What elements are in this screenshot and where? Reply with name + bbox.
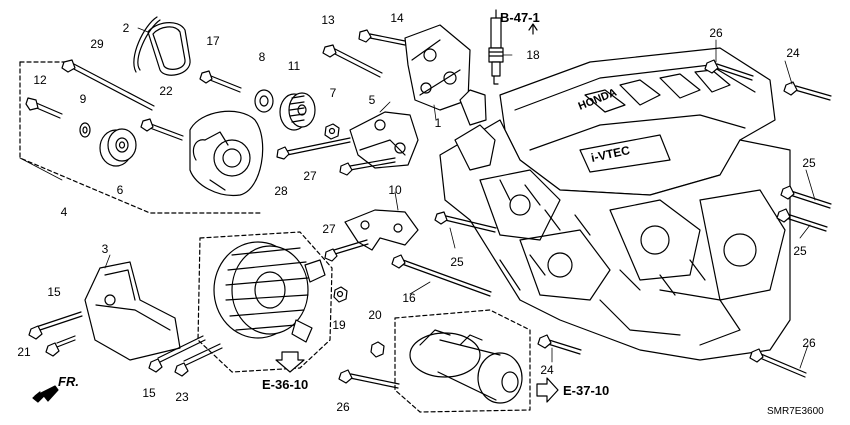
- diagram-code: SMR7E3600: [767, 406, 824, 417]
- callout-9: 9: [79, 92, 87, 106]
- callout-26-right: 26: [802, 336, 816, 350]
- washer-8: [254, 89, 274, 113]
- pulley-11: [279, 92, 316, 131]
- callout-4: 4: [60, 205, 68, 219]
- washer-9: [79, 122, 91, 138]
- bolt-22: [140, 118, 184, 141]
- callout-22: 22: [159, 84, 173, 98]
- callout-7: 7: [329, 86, 337, 100]
- bolt-17: [199, 70, 242, 93]
- bolt-26-lower-left: [338, 369, 400, 389]
- callout-12: 12: [33, 73, 47, 87]
- bolt-12: [25, 97, 63, 119]
- callout-17: 17: [206, 34, 220, 48]
- bolt-29: [61, 59, 155, 111]
- bolt-28: [276, 137, 351, 160]
- callout-8: 8: [258, 50, 266, 64]
- callout-25-center: 25: [450, 255, 464, 269]
- callout-28: 28: [274, 184, 288, 198]
- bolt-27-lower: [324, 239, 369, 262]
- ref-e-36-10[interactable]: E-36-10: [262, 377, 309, 392]
- belt-part: [133, 16, 191, 76]
- callout-6: 6: [116, 183, 124, 197]
- callout-23: 23: [175, 390, 189, 404]
- callout-2: 2: [122, 21, 130, 35]
- bolt-26-bottom-right: [749, 348, 807, 378]
- callout-26-top: 26: [709, 26, 723, 40]
- callout-15-upper: 15: [47, 285, 61, 299]
- front-direction-arrow: [32, 385, 59, 403]
- bolt-26-top: [704, 59, 754, 81]
- callout-13: 13: [321, 13, 335, 27]
- callout-5: 5: [368, 93, 376, 107]
- starter-motor: [409, 329, 523, 404]
- reference-arrow-b47: [528, 23, 538, 35]
- bolt-24-bottom: [537, 334, 582, 355]
- bolt-24-top: [783, 81, 832, 101]
- mount-bracket-3: [84, 261, 181, 361]
- callout-29: 29: [90, 37, 104, 51]
- callout-10: 10: [388, 183, 402, 197]
- bracket-5: [349, 111, 419, 169]
- bolt-27-upper: [339, 157, 396, 176]
- engine-block: [439, 89, 791, 361]
- bolt-23: [174, 343, 223, 377]
- alternator-frame: [197, 231, 333, 373]
- reference-arrow-e36: [275, 351, 305, 373]
- callout-3: 3: [101, 242, 109, 256]
- callout-24-top: 24: [786, 46, 800, 60]
- callout-27-upper: 27: [303, 169, 317, 183]
- bolt-25-center: [434, 211, 497, 233]
- ref-b-47-1[interactable]: B-47-1: [500, 10, 540, 25]
- bolt-21: [45, 335, 76, 357]
- tensioner-group-frame: [19, 61, 263, 214]
- bolt-16: [391, 254, 492, 297]
- bolt-25-right-upper: [780, 185, 832, 209]
- spark-plug-18: [488, 9, 504, 85]
- bolt-14: [358, 29, 406, 46]
- ref-e-37-10[interactable]: E-37-10: [563, 383, 610, 398]
- starter-frame: [394, 309, 531, 413]
- bolt-15-left: [28, 311, 83, 340]
- callout-11: 11: [287, 59, 301, 73]
- nut-20: [370, 341, 385, 358]
- bolt-25-right-lower: [776, 208, 828, 232]
- callout-16: 16: [402, 291, 416, 305]
- nut-7: [324, 123, 340, 140]
- callout-15-lower: 15: [142, 386, 156, 400]
- leader-lines: [19, 27, 816, 369]
- callout-20: 20: [368, 308, 382, 322]
- callout-18: 18: [526, 48, 540, 62]
- callout-14: 14: [390, 11, 404, 25]
- bracket-10: [344, 209, 419, 251]
- callout-27-lower: 27: [322, 222, 336, 236]
- front-direction-label: FR.: [58, 374, 79, 389]
- bolt-15-lower: [148, 335, 206, 373]
- callout-1: 1: [434, 116, 442, 130]
- callout-25-right-upper: 25: [802, 156, 816, 170]
- callout-19: 19: [332, 318, 346, 332]
- idler-pulley: [99, 128, 137, 167]
- engine-mount-bracket-1: [404, 24, 471, 111]
- callout-25-right-lower: 25: [793, 244, 807, 258]
- callout-21: 21: [17, 345, 31, 359]
- bolt-13: [322, 44, 383, 78]
- reference-arrow-e37: [536, 377, 559, 403]
- nut-19: [333, 286, 348, 303]
- callout-26-bottom: 26: [336, 400, 350, 414]
- tensioner-assembly: [189, 110, 264, 197]
- callout-24-bottom: 24: [540, 363, 554, 377]
- alternator: [213, 241, 326, 343]
